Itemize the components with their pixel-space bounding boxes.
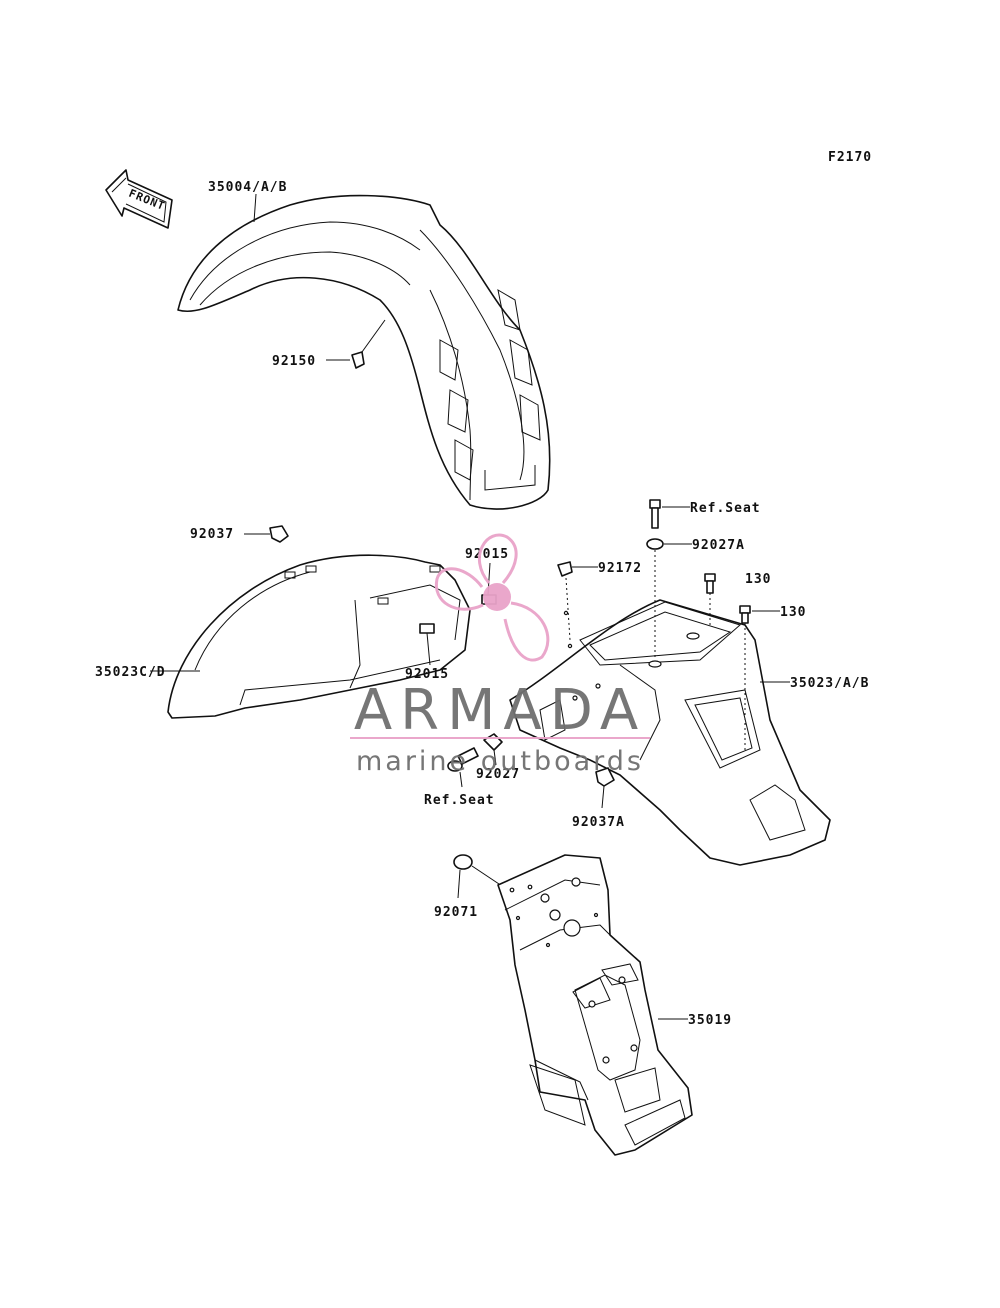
figure-code: F2170 xyxy=(828,150,872,165)
front-fender xyxy=(177,194,551,510)
callout-clip-lower: 92037A xyxy=(572,815,625,830)
callout-front-fender: 35004/A/B xyxy=(208,180,287,195)
watermark: ARMADA marine outboards xyxy=(350,533,650,777)
front-arrow-icon: FRONT xyxy=(105,169,173,229)
nut-lower-icon xyxy=(419,623,435,634)
callout-washer-top: 92027A xyxy=(692,538,745,553)
bolt-130-a-icon xyxy=(704,573,716,594)
callout-nut-lower: 92015 xyxy=(405,667,449,682)
propeller-logo-icon xyxy=(434,533,550,662)
callout-front-screw: 92150 xyxy=(272,354,316,369)
bolt-130-b-icon xyxy=(739,605,751,624)
washer-top-icon xyxy=(646,538,664,550)
rear-fender xyxy=(509,599,831,866)
callout-rear-fender: 35023/A/B xyxy=(790,676,869,691)
watermark-brand: ARMADA xyxy=(354,678,646,743)
screw-92150-icon xyxy=(351,319,386,369)
clip-icon xyxy=(269,525,289,543)
callout-grommet: 92071 xyxy=(434,905,478,920)
clip-lower-icon xyxy=(595,767,615,787)
screw-92172-icon xyxy=(557,561,573,577)
callout-inner-fender: 35023C/D xyxy=(95,665,166,680)
bracket xyxy=(497,854,693,1156)
callout-ref-seat-top: Ref.Seat xyxy=(690,501,761,516)
inner-fender xyxy=(167,554,471,719)
callout-washer-mid: 92027 xyxy=(476,767,520,782)
grommet-icon xyxy=(453,854,473,870)
callout-screw-mid: 92172 xyxy=(598,561,642,576)
callout-clip-top: 92037 xyxy=(190,527,234,542)
callout-bolt-130-b: 130 xyxy=(780,605,806,620)
watermark-tagline: marine outboards xyxy=(356,746,644,777)
callout-nut-upper: 92015 xyxy=(465,547,509,562)
callout-ref-seat-bottom: Ref.Seat xyxy=(424,793,495,808)
callout-bolt-130-a: 130 xyxy=(745,572,771,587)
bolt-top-icon xyxy=(649,499,661,529)
callout-bracket: 35019 xyxy=(688,1013,732,1028)
bolt-bottom-icon xyxy=(447,747,479,772)
